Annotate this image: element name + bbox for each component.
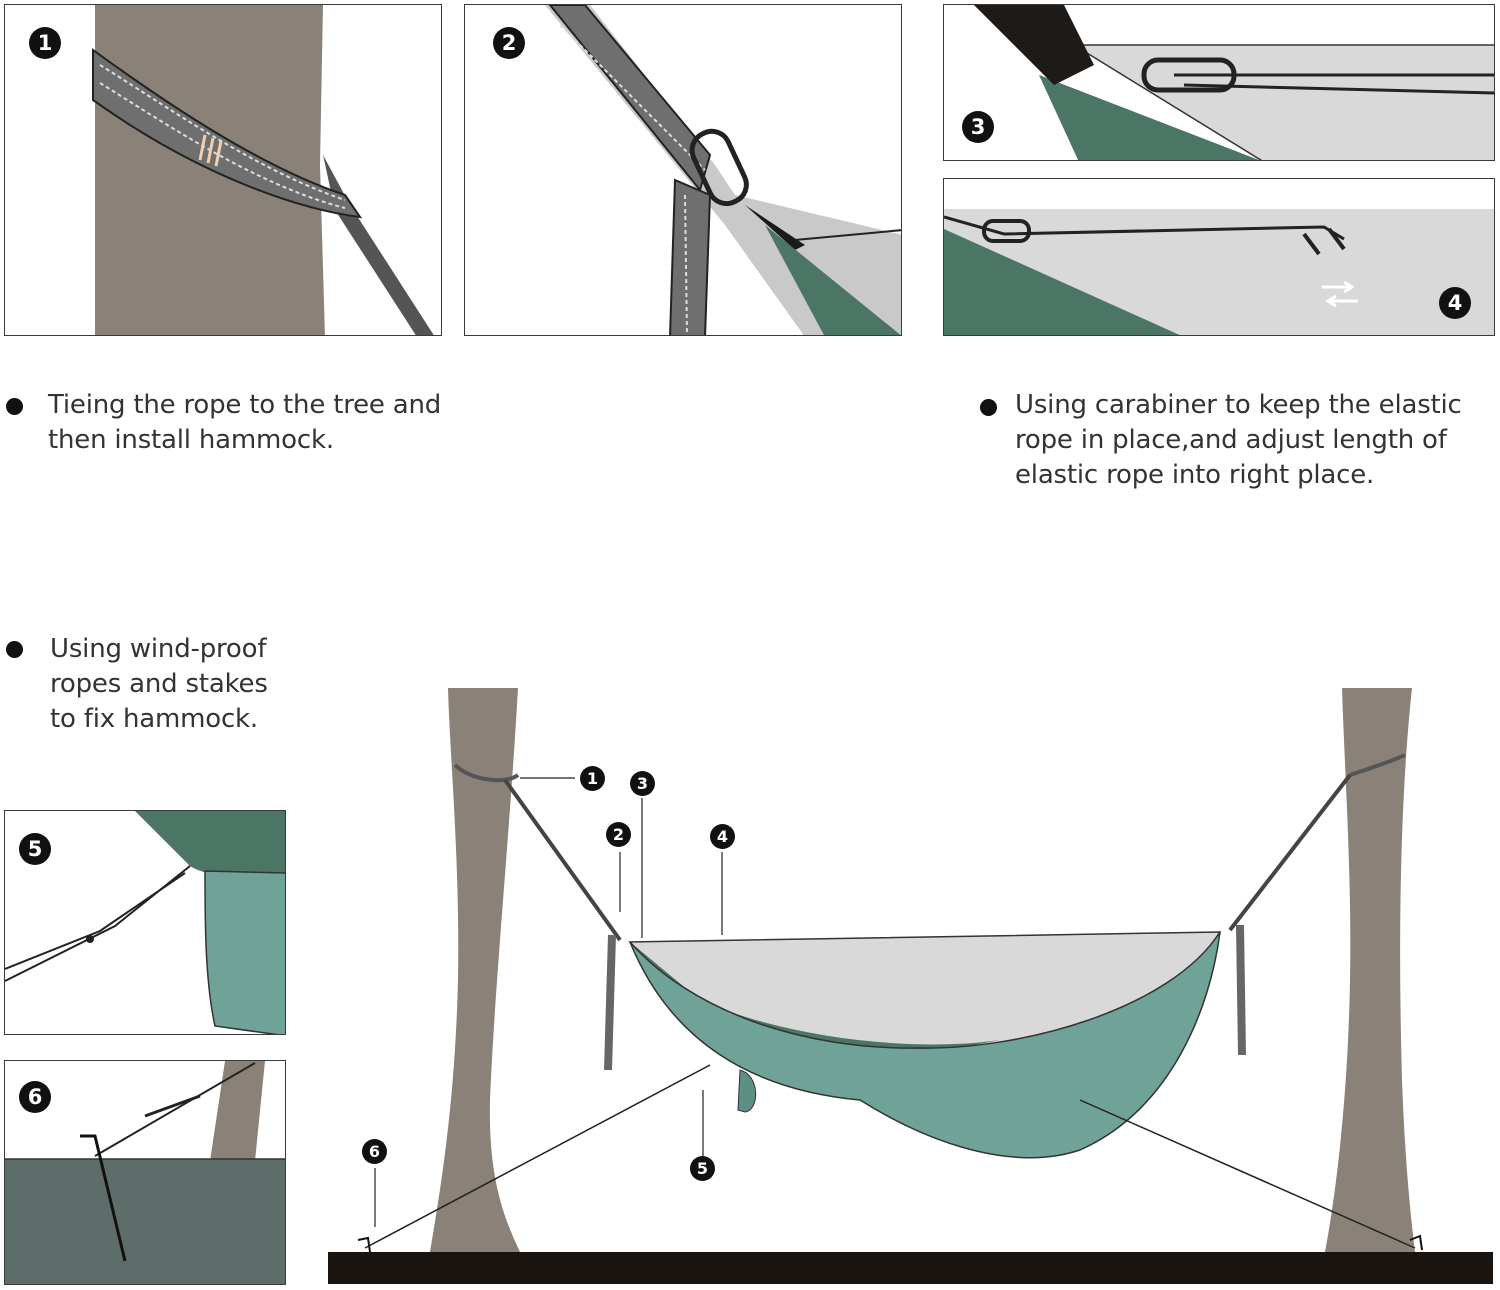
caption-tie-rope: Tieing the rope to the tree and then ins… xyxy=(48,388,441,458)
step-3-panel: 3 xyxy=(943,4,1495,161)
carabiner-elastic-illustration xyxy=(974,5,1494,160)
step-number-badge: 3 xyxy=(962,111,994,143)
elastic-adjust-illustration xyxy=(944,209,1494,335)
bullet-dot-icon xyxy=(980,399,997,416)
step-1-panel: 1 xyxy=(4,4,442,336)
left-tree xyxy=(430,688,520,1252)
hammock-setup-overview xyxy=(328,688,1493,1284)
caption-line: Tieing the rope to the tree and xyxy=(48,390,442,420)
callout-badge: 6 xyxy=(362,1139,387,1164)
ground-stake-illustration xyxy=(5,1061,285,1284)
step-6-panel: 6 xyxy=(4,1060,286,1285)
step-number-badge: 6 xyxy=(19,1081,51,1113)
caption-line: Using wind-proof xyxy=(50,634,267,664)
bullet-dot-icon xyxy=(6,398,23,415)
caption-wind-proof: Using wind-proof ropes and stakes to fix… xyxy=(50,632,268,737)
step-number-badge: 5 xyxy=(19,833,51,865)
caption-line: then install hammock. xyxy=(48,425,334,455)
callout-badge: 1 xyxy=(580,766,605,791)
caption-line: rope in place,and adjust length of xyxy=(1015,425,1447,455)
ground xyxy=(328,1252,1493,1284)
step-number-badge: 2 xyxy=(493,27,525,59)
step-2-panel: 2 xyxy=(464,4,902,336)
caption-carabiner: Using carabiner to keep the elastic rope… xyxy=(1015,388,1462,493)
step-5-panel: 5 xyxy=(4,810,286,1035)
right-tree xyxy=(1325,688,1415,1252)
step-4-panel: 4 xyxy=(943,178,1495,336)
double-arrow-icon xyxy=(1322,280,1358,308)
caption-line: ropes and stakes xyxy=(50,669,268,699)
step-number-badge: 1 xyxy=(29,27,61,59)
carabiner-strap-illustration xyxy=(545,5,901,335)
callout-badge: 3 xyxy=(630,771,655,796)
callout-badge: 2 xyxy=(606,822,631,847)
caption-line: to fix hammock. xyxy=(50,704,258,734)
callout-badge: 5 xyxy=(690,1156,715,1181)
bullet-dot-icon xyxy=(6,641,23,658)
caption-line: elastic rope into right place. xyxy=(1015,460,1375,490)
step-number-badge: 4 xyxy=(1439,287,1471,319)
tree-strap-illustration xyxy=(92,5,434,335)
callout-badge: 4 xyxy=(710,824,735,849)
hammock-wind-rope-illustration xyxy=(5,811,285,1034)
caption-line: Using carabiner to keep the elastic xyxy=(1015,390,1462,420)
